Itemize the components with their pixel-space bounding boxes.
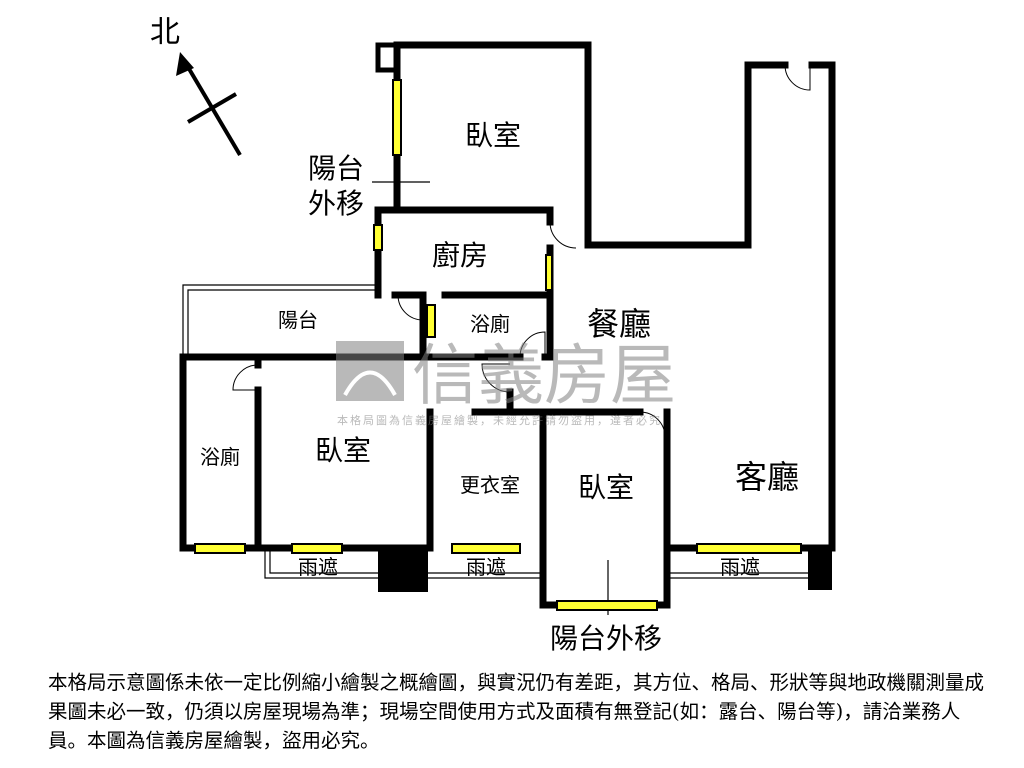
walls <box>179 41 836 609</box>
label-closet: 更衣室 <box>460 473 520 497</box>
label-dining: 餐廳 <box>587 305 651 343</box>
disclaimer-text: 本格局示意圖係未依一定比例縮小繪製之概繪圖，與實況仍有差距，其方位、格局、形狀等… <box>48 671 985 752</box>
label-living: 客廳 <box>735 458 799 496</box>
watermark-brand: 信義房屋 <box>412 337 676 414</box>
label-bedroom-top: 臥室 <box>465 119 521 152</box>
doors <box>232 64 811 438</box>
label-bedroom-left: 臥室 <box>315 434 371 467</box>
north-compass-icon <box>176 52 242 157</box>
label-balcony-moved-top-1: 陽台 <box>308 152 364 185</box>
label-canopy-3: 雨遮 <box>720 555 760 579</box>
label-canopy-2: 雨遮 <box>466 555 506 579</box>
windows <box>194 79 802 611</box>
watermark-notice: 本格局圖為信義房屋繪製，未經允許請勿盜用，違者必究 <box>337 413 662 427</box>
label-balcony-moved-bottom: 陽台外移 <box>550 622 662 655</box>
label-bath-small: 浴廁 <box>470 312 510 336</box>
balcony-outline <box>182 284 378 357</box>
label-kitchen: 廚房 <box>432 239 488 272</box>
label-bedroom-middle: 臥室 <box>578 471 634 504</box>
label-balcony: 陽台 <box>278 308 318 332</box>
label-bath-left: 浴廁 <box>200 445 240 469</box>
label-balcony-moved-top-2: 外移 <box>308 187 364 220</box>
floor-plan: 北 <box>150 15 836 655</box>
canopy-outlines <box>264 181 808 615</box>
watermark-logo: 信義房屋 本格局圖為信義房屋繪製，未經允許請勿盜用，違者必究 <box>336 337 676 427</box>
north-label: 北 <box>150 15 180 50</box>
label-canopy-1: 雨遮 <box>298 555 338 579</box>
